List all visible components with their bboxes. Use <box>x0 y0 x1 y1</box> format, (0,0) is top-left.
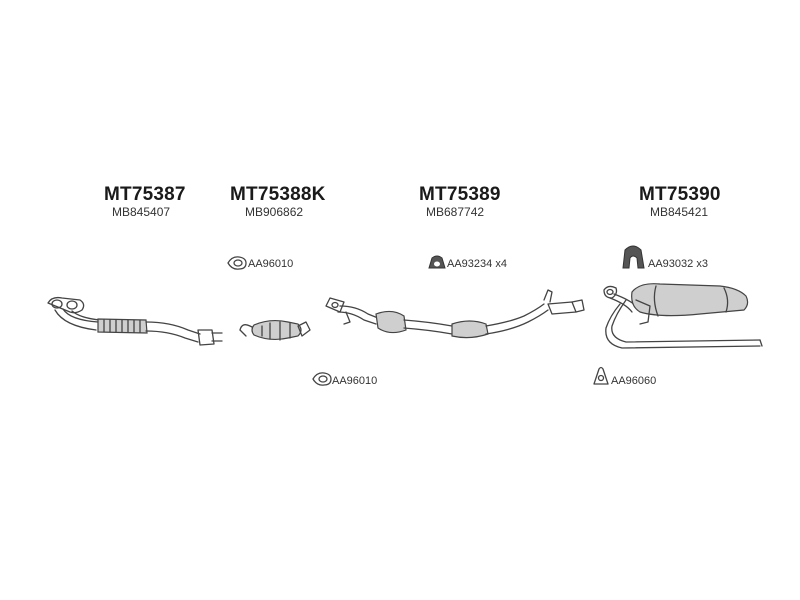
accessory-label-aa96010-bottom: AA96010 <box>332 375 378 387</box>
rear-silencer-mt75390 <box>603 283 763 349</box>
accessory-label-aa96060: AA96060 <box>611 375 657 387</box>
rubber-hanger-icon <box>428 255 446 269</box>
oem-number-mb845407: MB845407 <box>112 205 171 219</box>
catalytic-converter-mt75388k <box>239 319 311 341</box>
part-number-mt75390: MT75390 <box>639 184 721 205</box>
gasket-ring-icon <box>312 372 332 386</box>
gasket-ring-icon <box>227 256 247 270</box>
accessory-label-aa93234: AA93234 x4 <box>447 258 507 270</box>
part-number-mt75389: MT75389 <box>419 184 501 205</box>
triangle-gasket-icon <box>593 366 609 385</box>
accessory-label-aa93032: AA93032 x3 <box>648 258 708 270</box>
part-number-mt75388k: MT75388K <box>230 184 326 205</box>
oem-number-mb906862: MB906862 <box>245 205 304 219</box>
oem-number-mb845421: MB845421 <box>650 205 709 219</box>
rubber-mount-icon <box>622 245 645 269</box>
oem-number-mb687742: MB687742 <box>426 205 485 219</box>
part-number-mt75387: MT75387 <box>104 184 186 205</box>
accessory-label-aa96010-top: AA96010 <box>248 258 294 270</box>
front-pipe-mt75387 <box>47 296 223 346</box>
centre-pipe-mt75389 <box>325 289 585 339</box>
